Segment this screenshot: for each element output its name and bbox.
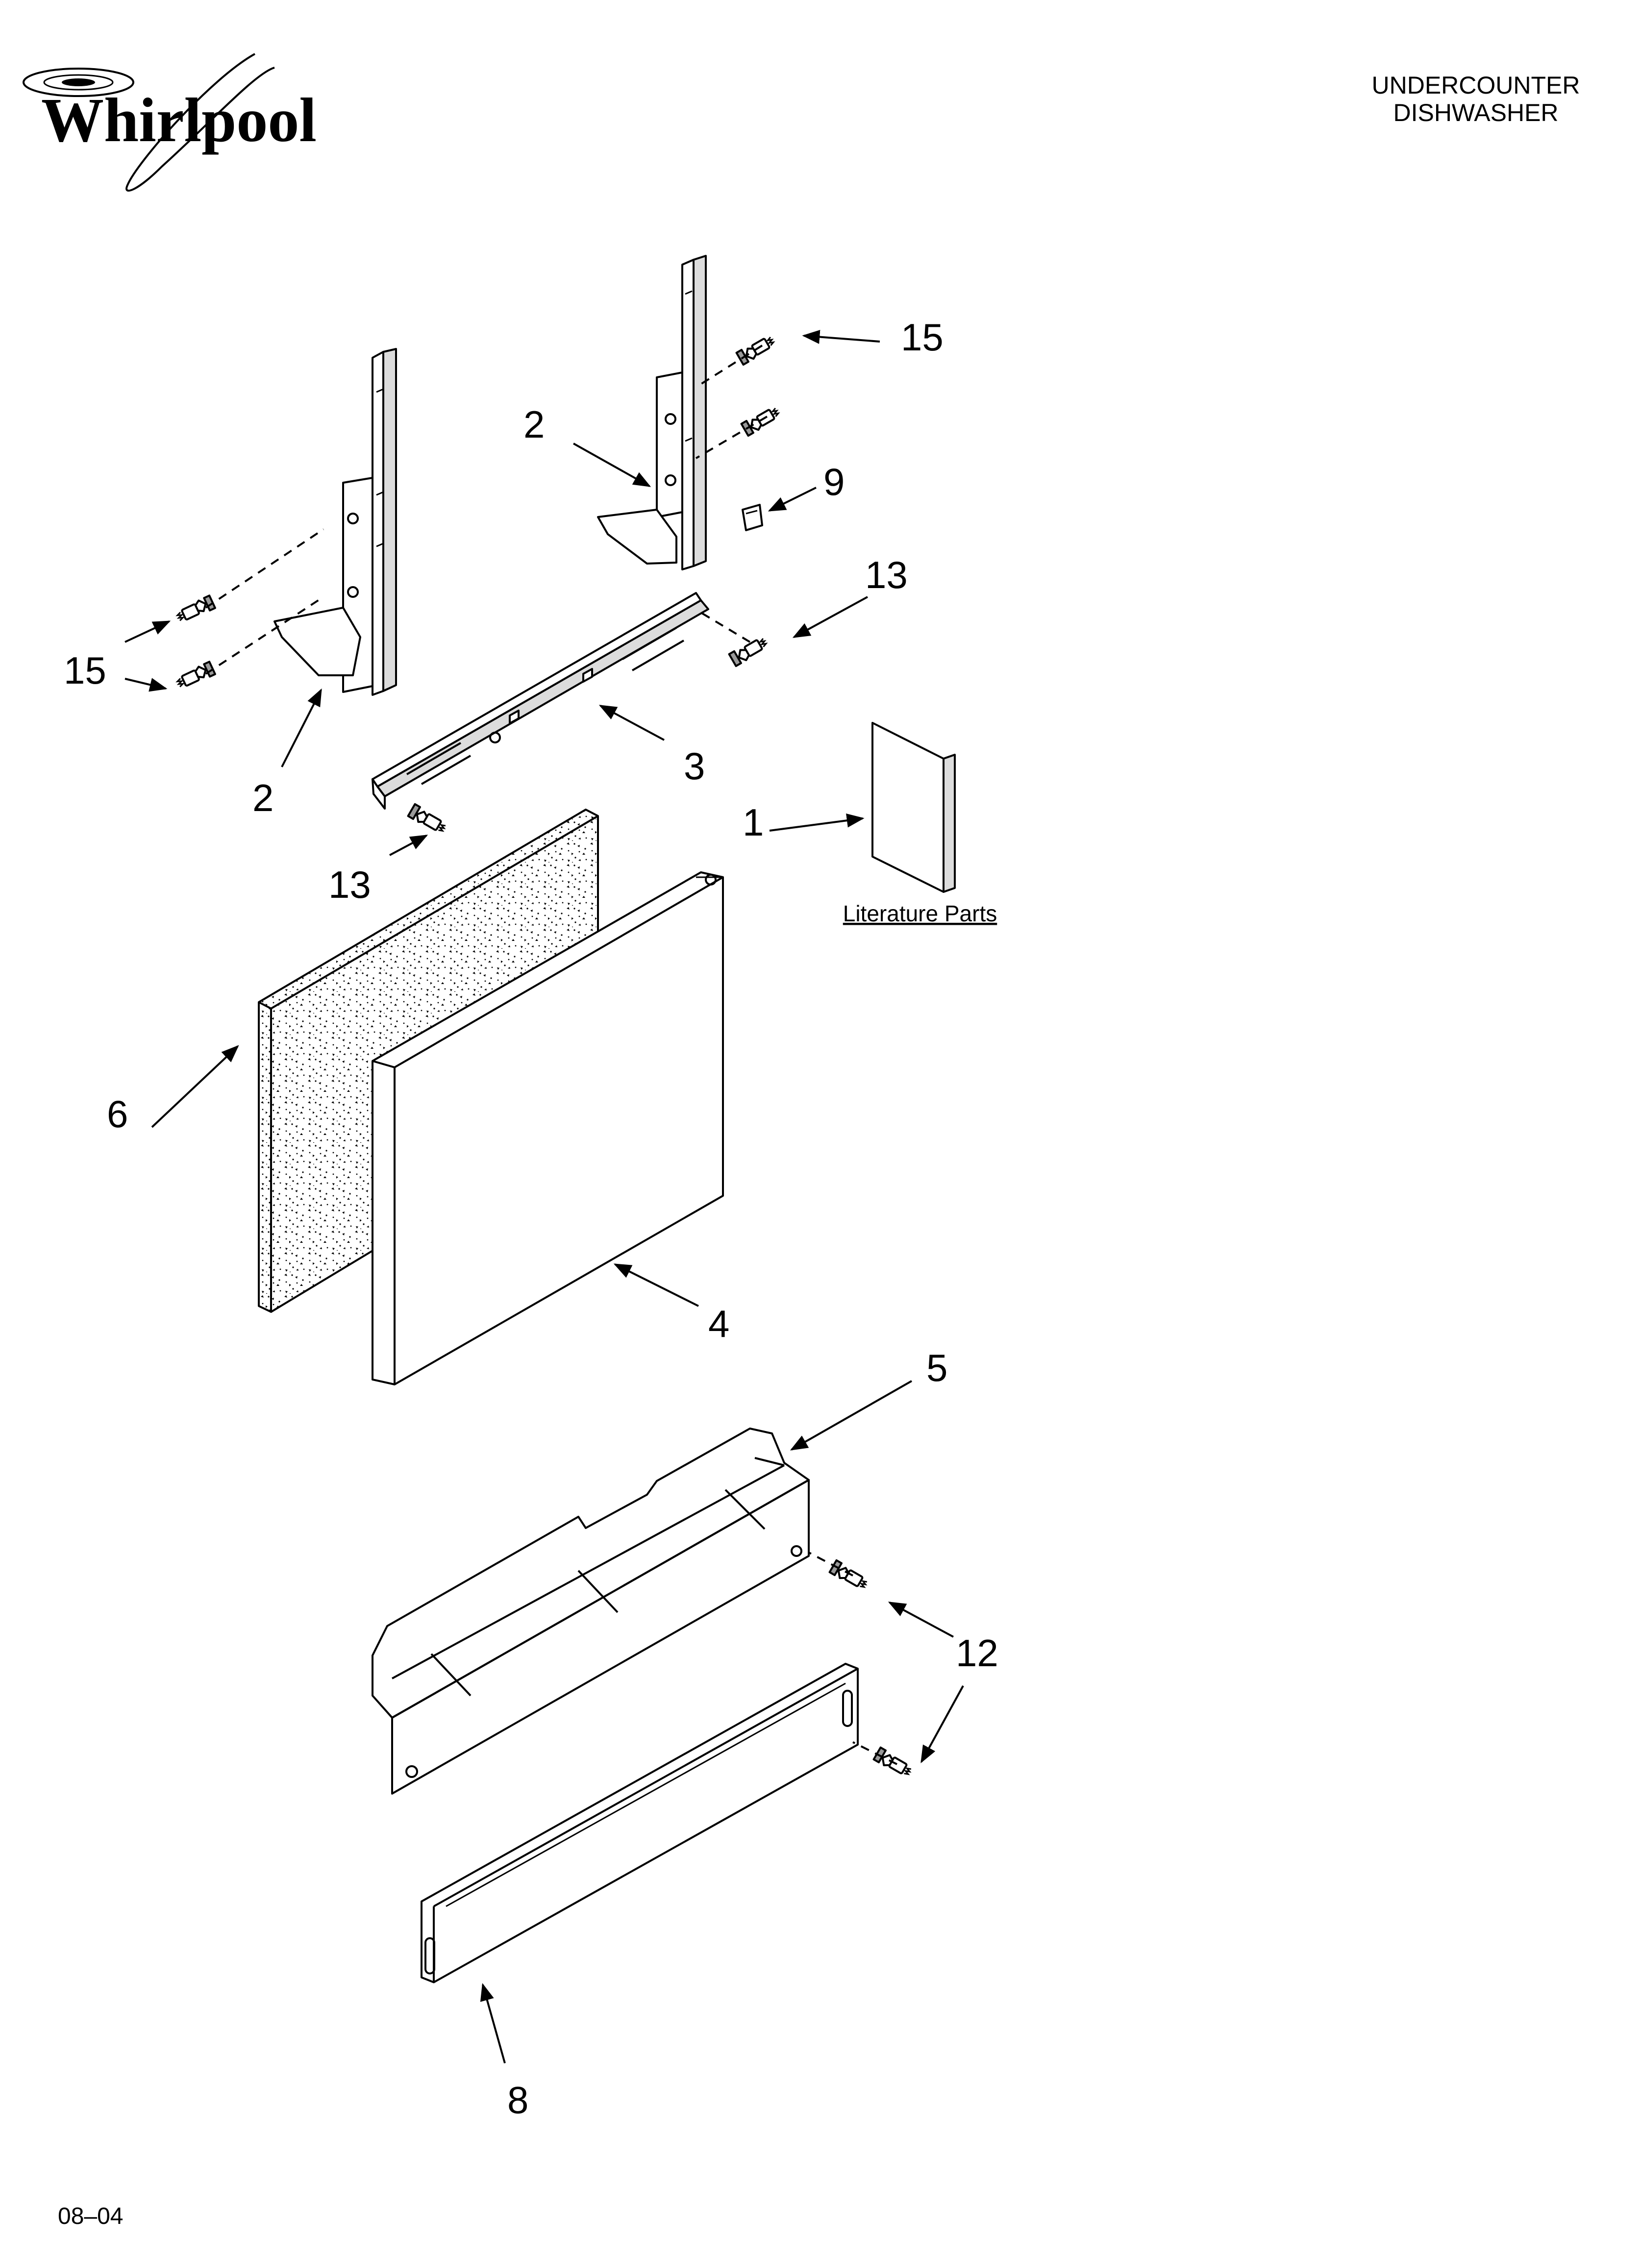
- logo-swirl-icon: [23, 68, 134, 97]
- screw-12-upper-icon: [828, 1559, 870, 1592]
- callout-13-right: 13: [865, 553, 908, 596]
- part-2-left-hinge-bracket: [274, 348, 397, 696]
- callout-15-top: 15: [901, 316, 944, 359]
- part-2-top-hinge-bracket: [597, 255, 707, 570]
- callout-15-left: 15: [64, 649, 106, 692]
- callout-8: 8: [507, 2078, 528, 2121]
- part-5-toe-kick-bracket: [372, 1428, 810, 1795]
- screw-13-left-icon: [407, 803, 448, 836]
- callout-2-left: 2: [252, 776, 274, 819]
- callout-5: 5: [926, 1346, 947, 1389]
- brand-name: Whirlpool: [41, 85, 317, 155]
- whirlpool-logo: Whirlpool: [23, 53, 317, 192]
- screw-15-left-upper-icon: [174, 594, 216, 625]
- callout-12: 12: [956, 1631, 998, 1675]
- header-title-line2: DISHWASHER: [1393, 99, 1558, 126]
- literature-parts-label: Literature Parts: [843, 901, 997, 926]
- callout-9: 9: [823, 460, 845, 503]
- part-1-literature-book: [871, 722, 956, 893]
- callout-4: 4: [708, 1302, 729, 1345]
- part-8-toe-kick-plate: [421, 1663, 859, 1983]
- screw-15-left-lower-icon: [174, 661, 216, 691]
- part-9-clip: [742, 504, 763, 531]
- part-3-mounting-rail: [372, 592, 709, 810]
- callout-1: 1: [743, 801, 764, 844]
- callout-3: 3: [684, 744, 705, 788]
- callout-2-top: 2: [523, 403, 545, 446]
- part-4-door-panel: [372, 871, 724, 1385]
- logo-stroke-icon: [125, 53, 275, 192]
- footer-revision-code: 08–04: [58, 2203, 123, 2229]
- header-title-line1: UNDERCOUNTER: [1372, 72, 1580, 99]
- callout-6: 6: [107, 1092, 128, 1135]
- callout-13-left: 13: [328, 863, 371, 906]
